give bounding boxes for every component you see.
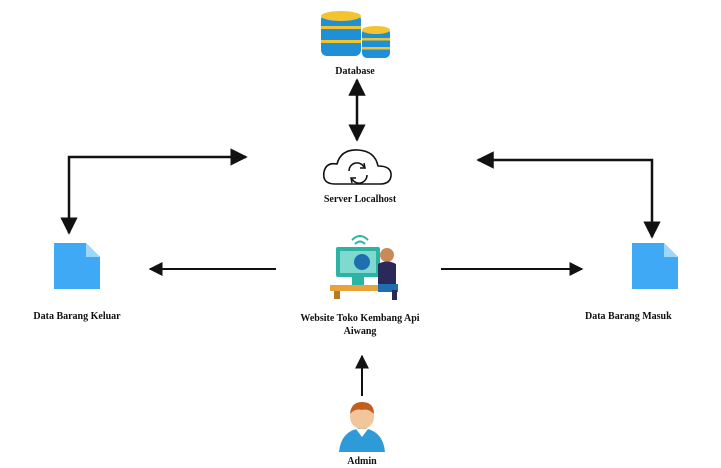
user-avatar-icon <box>339 402 385 452</box>
document-icon <box>632 243 678 289</box>
document-icon <box>54 243 100 289</box>
database-label: Database <box>335 66 375 77</box>
database-icon <box>321 11 390 58</box>
data-masuk-label: Data Barang Masuk <box>585 311 672 322</box>
developer-desk-icon <box>330 235 398 300</box>
cloud-sync-icon <box>322 149 392 185</box>
website-label-line2: Aiwang <box>343 326 377 337</box>
website-label-line1: Website Toko Kembang Api <box>300 313 420 324</box>
server-label: Server Localhost <box>323 194 397 205</box>
arrow-server-to-masuk <box>476 151 661 239</box>
admin-label: Admin <box>347 456 377 467</box>
data-keluar-label: Data Barang Keluar <box>33 311 121 322</box>
website-label: Website Toko Kembang Api Aiwang <box>255 312 465 338</box>
arrow-server-to-keluar <box>60 148 248 235</box>
